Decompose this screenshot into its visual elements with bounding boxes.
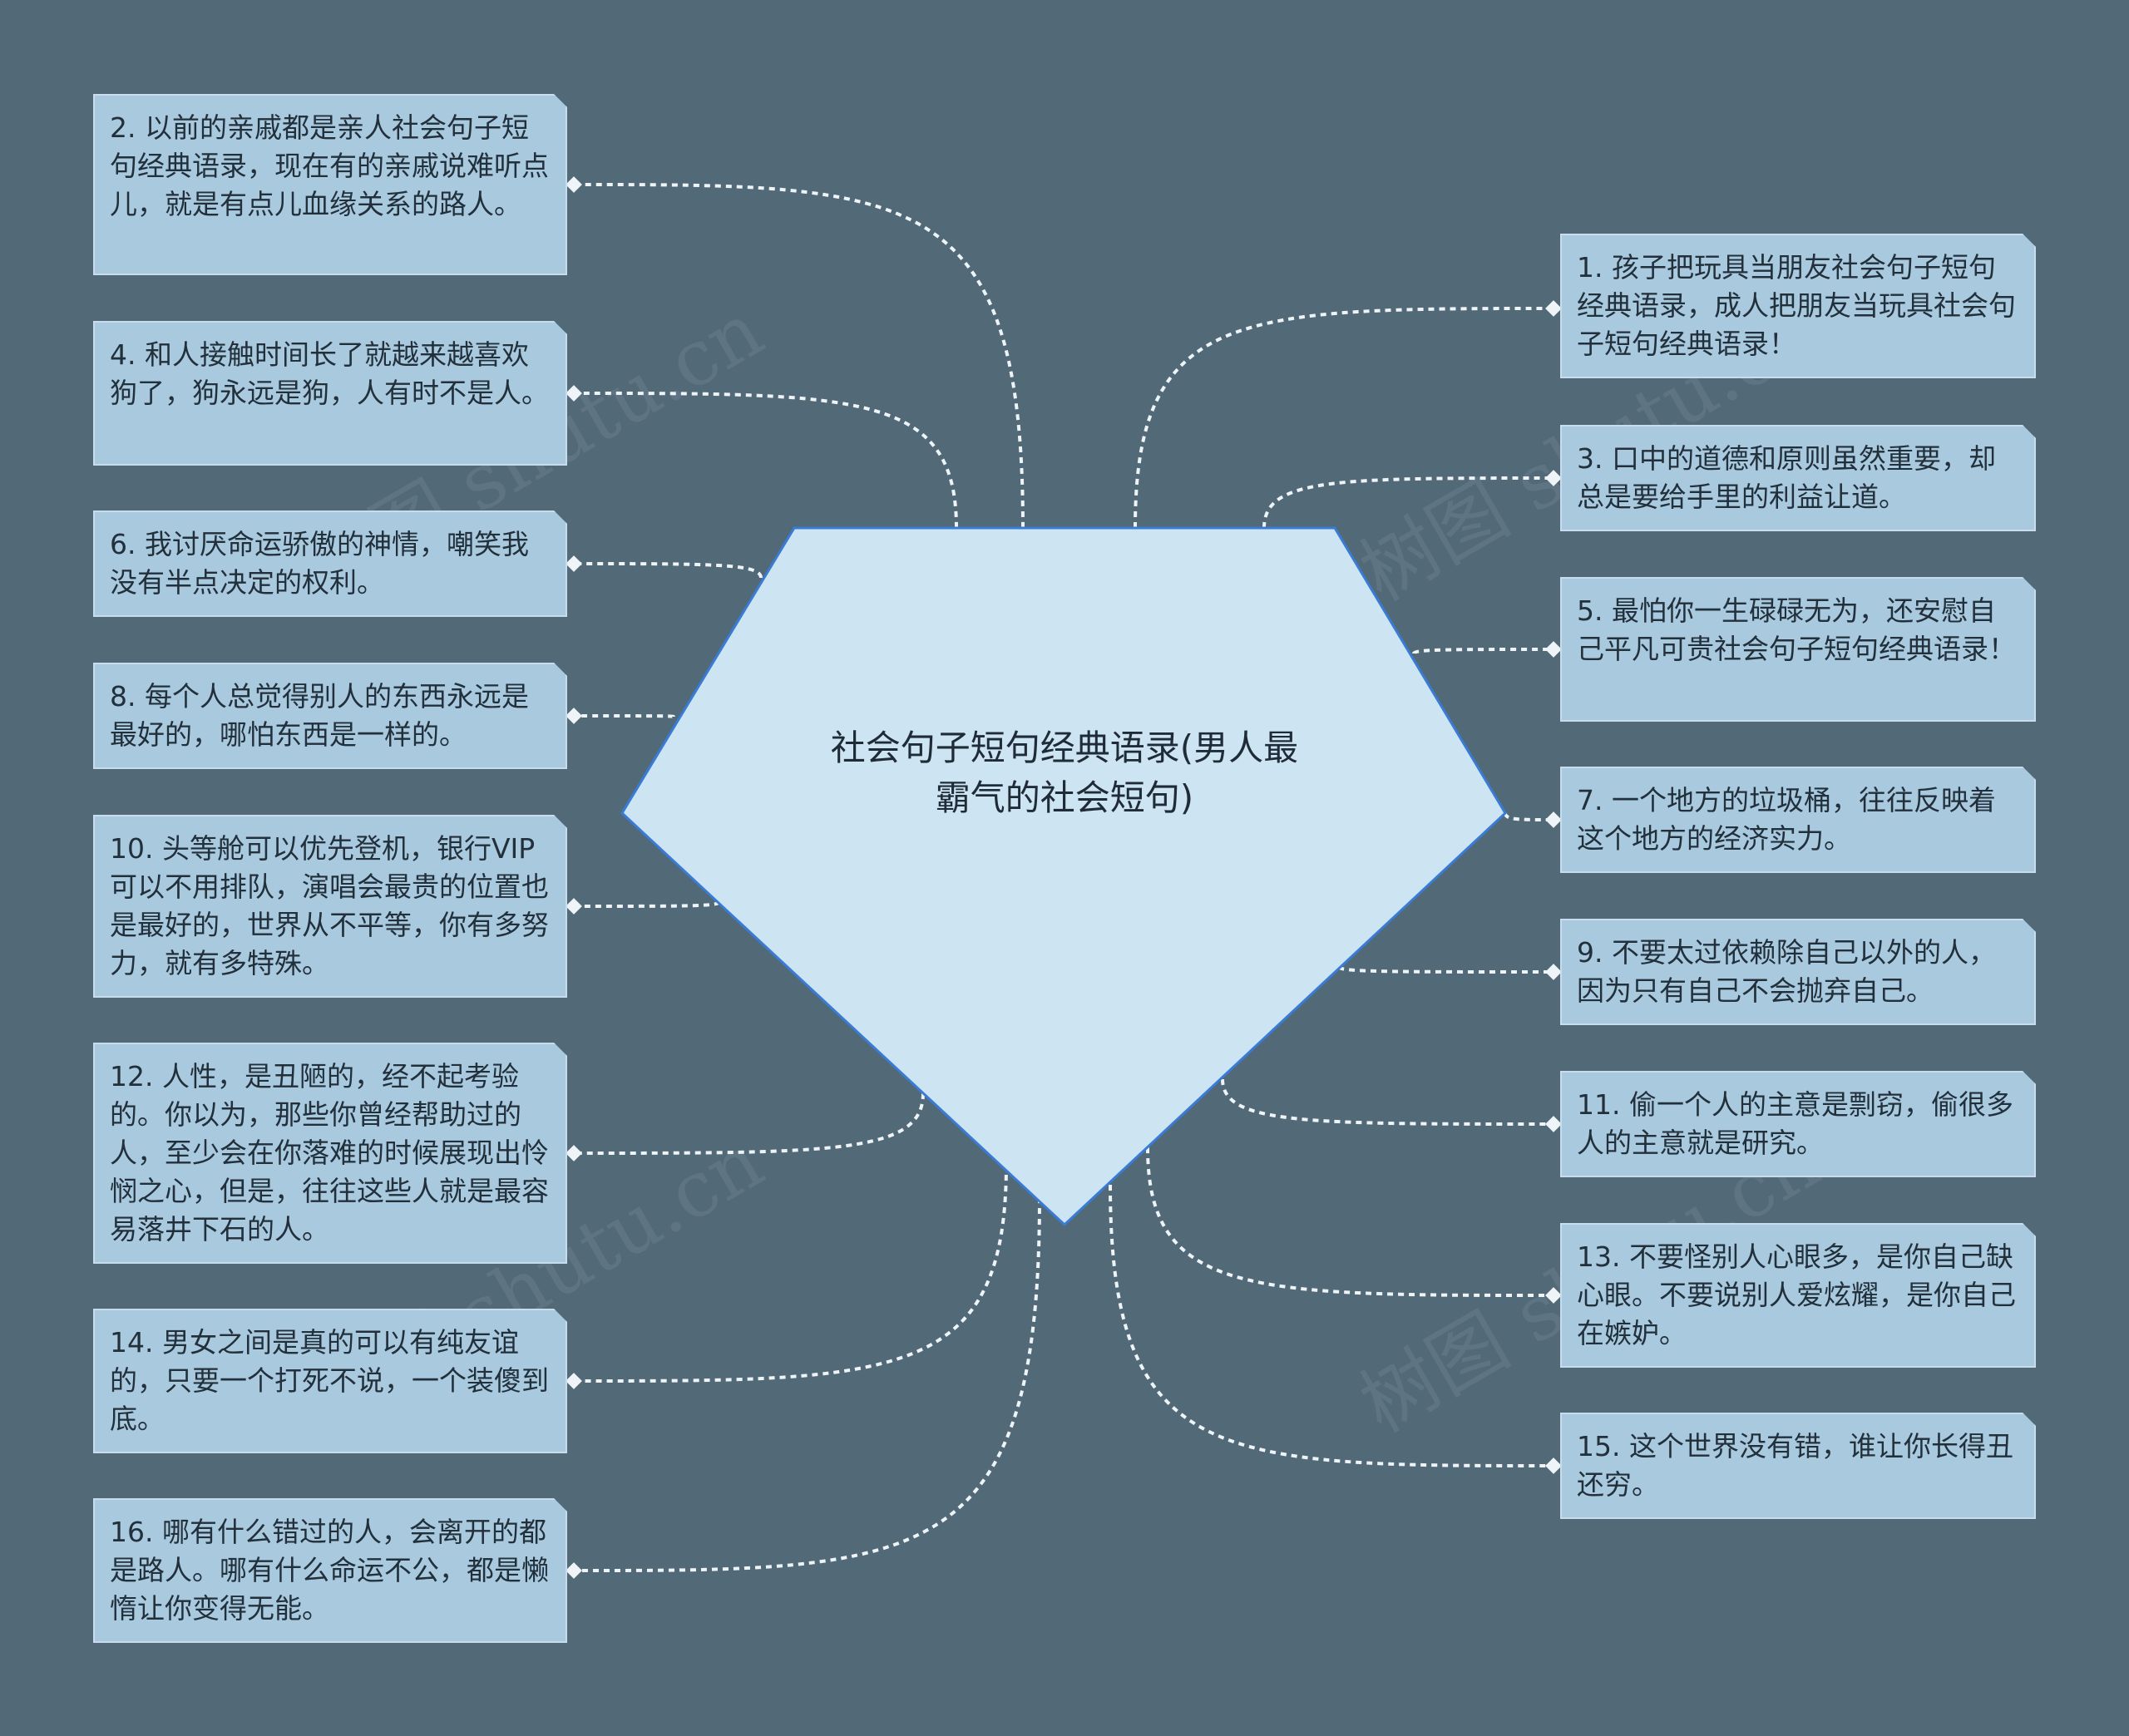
connector-endpoint-diamond <box>1545 300 1562 317</box>
connector-line <box>573 900 721 908</box>
topic-node-7[interactable]: 7. 一个地方的垃圾桶，往往反映着这个地方的经济实力。 <box>1560 767 2036 873</box>
topic-node-11[interactable]: 11. 偷一个人的主意是剽窃，偷很多人的主意就是研究。 <box>1560 1071 2036 1177</box>
central-topic[interactable]: 社会句子短句经典语录(男人最霸气的社会短句) <box>830 727 1299 818</box>
connector-endpoint-diamond <box>566 385 582 402</box>
connector-line <box>573 183 1025 529</box>
connector-endpoint-diamond <box>1545 964 1562 980</box>
connector-endpoint-diamond <box>566 1373 582 1389</box>
topic-node-4[interactable]: 4. 和人接触时间长了就越来越喜欢狗了，狗永远是狗，人有时不是人。 <box>93 321 567 466</box>
connector-endpoint-diamond <box>1545 641 1562 658</box>
connector-endpoint-diamond <box>566 176 582 193</box>
connector-endpoint-diamond <box>566 708 582 724</box>
connector-line <box>1146 1147 1554 1297</box>
topic-node-6[interactable]: 6. 我讨厌命运骄傲的神情，嘲笑我没有半点决定的权利。 <box>93 510 567 617</box>
connector-line <box>573 562 763 579</box>
connector-endpoint-diamond <box>1545 470 1562 486</box>
connector-line <box>573 1163 1008 1383</box>
topic-node-12[interactable]: 12. 人性，是丑陋的，经不起考验的。你以为，那些你曾经帮助过的人，至少会在你落… <box>93 1043 567 1264</box>
topic-node-15[interactable]: 15. 这个世界没有错，谁让你长得丑还穷。 <box>1560 1413 2036 1519</box>
connector-endpoint-diamond <box>1545 811 1562 828</box>
topic-node-16[interactable]: 16. 哪有什么错过的人，会离开的都是路人。哪有什么命运不公，都是懒惰让你变得无… <box>93 1498 567 1643</box>
topic-node-2[interactable]: 2. 以前的亲戚都是亲人社会句子短句经典语录，现在有的亲戚说难听点儿，就是有点儿… <box>93 94 567 275</box>
connector-endpoint-diamond <box>1545 1116 1562 1132</box>
connector-endpoint-diamond <box>566 1562 582 1579</box>
topic-node-14[interactable]: 14. 男女之间是真的可以有纯友谊的，只要一个打死不说，一个装傻到底。 <box>93 1309 567 1453</box>
topic-node-13[interactable]: 13. 不要怪别人心眼多，是你自己缺心眼。不要说别人爱炫耀，是你自己在嫉妒。 <box>1560 1223 2036 1368</box>
connector-endpoint-diamond <box>566 898 582 915</box>
connector-line <box>573 1196 1041 1572</box>
center-pentagon[interactable] <box>620 526 1507 1227</box>
connector-endpoint-diamond <box>566 555 582 572</box>
connector-line <box>1109 1184 1554 1467</box>
connector-line <box>573 1092 925 1155</box>
connector-line <box>573 392 958 529</box>
connector-line <box>1221 1078 1554 1126</box>
topic-node-1[interactable]: 1. 孩子把玩具当朋友社会句子短句经典语录，成人把朋友当玩具社会句子短句经典语录… <box>1560 234 2036 378</box>
connector-line <box>573 714 675 718</box>
connector-line <box>1134 307 1554 529</box>
connector-line <box>1337 965 1554 974</box>
connector-line <box>1504 812 1554 821</box>
topic-node-9[interactable]: 9. 不要太过依赖除自己以外的人，因为只有自己不会抛弃自己。 <box>1560 919 2036 1025</box>
connector-endpoint-diamond <box>1545 1287 1562 1304</box>
topic-node-10[interactable]: 10. 头等舱可以优先登机，银行VIP可以不用排队，演唱会最贵的位置也是最好的，… <box>93 815 567 998</box>
connector-line <box>1412 648 1554 655</box>
connector-line <box>1262 476 1554 529</box>
topic-node-8[interactable]: 8. 每个人总觉得别人的东西永远是最好的，哪怕东西是一样的。 <box>93 663 567 769</box>
topic-node-5[interactable]: 5. 最怕你一生碌碌无为，还安慰自己平凡可贵社会句子短句经典语录！ <box>1560 577 2036 722</box>
connector-endpoint-diamond <box>1545 1457 1562 1474</box>
topic-node-3[interactable]: 3. 口中的道德和原则虽然重要，却总是要给手里的利益让道。 <box>1560 425 2036 531</box>
connector-endpoint-diamond <box>566 1145 582 1161</box>
